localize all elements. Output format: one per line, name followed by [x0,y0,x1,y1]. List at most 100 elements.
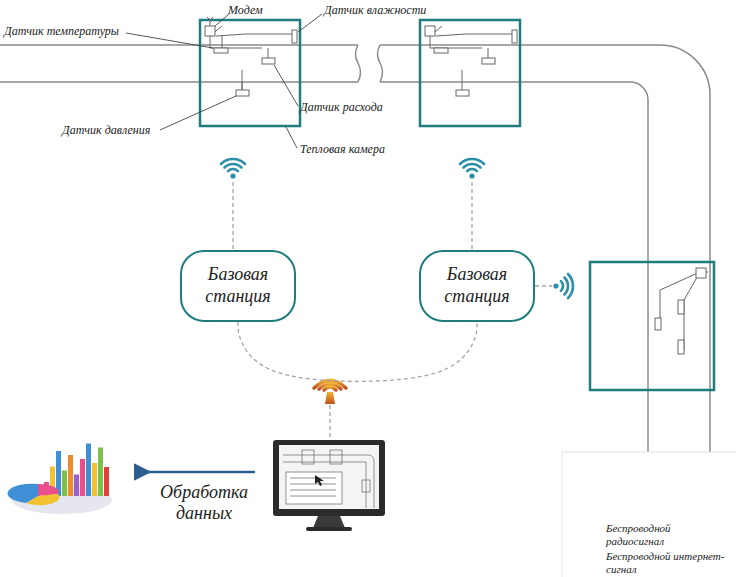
radio-signal-icon [553,274,573,298]
callout-label: Модем [228,4,263,18]
chart-icon [8,484,38,503]
sensor-wiring [207,17,213,26]
computer-monitor [279,445,379,509]
callout-label: Датчик температуры [4,25,119,39]
sensor-wiring [678,340,684,354]
computer-monitor [286,472,342,504]
radio-signal-icon [225,164,242,168]
heat-chamber [200,17,300,126]
leader-line [298,14,322,32]
sensor-wiring [482,58,495,64]
pipe [0,45,358,82]
sensor-wiring [512,30,517,43]
heat-chamber [590,262,714,390]
heat-chamber [420,20,520,126]
process-caption: Обработка данных [146,482,262,523]
computer-monitor [302,450,314,464]
computer-monitor [313,516,345,528]
legend-box [562,452,736,577]
flow-sensor [262,58,275,64]
sensor-wiring [210,26,292,90]
internet-signal-icon [314,380,346,404]
chart-icon [86,444,91,497]
computer-monitor [362,480,370,492]
humidity-sensor [292,30,297,43]
computer-monitor [283,455,374,508]
chart-icon [80,459,85,496]
radio-link [471,182,472,250]
radio-signal-icon [564,278,568,295]
base-station-box: Базовая станция [419,250,535,322]
callout-label: Датчик расхода [300,101,383,115]
temperature-sensor [214,48,228,53]
chart-icon [74,475,79,497]
sensor-wiring [660,272,708,350]
sensor-wiring [430,26,512,90]
leader-line [274,65,298,106]
chart-icon [38,484,59,496]
computer-monitor [306,527,352,531]
legend-text: Беспроводной радиосигнал [606,522,728,547]
sensor-wiring [434,48,448,53]
computer-monitor [290,478,336,496]
radio-signal-icon [460,159,484,164]
legend-box [562,452,736,577]
node-text: Базовая станция [421,260,533,311]
pipe [356,45,361,82]
sensor-wiring [696,268,706,278]
leader-line [215,14,229,26]
computer-monitor [315,475,324,486]
radio-signal-icon [568,274,573,298]
base-station-box: Базовая станция [180,250,296,322]
internet-signal-icon [319,383,341,389]
chart-icon [98,448,103,497]
radio-signal-icon [230,173,235,178]
sensor-wiring [205,17,297,96]
radio-signal-icon [221,159,245,164]
leader-line [126,14,322,148]
radio-signal-icon [467,169,477,171]
sensor-wiring [655,318,661,330]
radio-signal-icon [221,159,245,179]
radio-signal-icon [553,283,558,288]
callout-label: Датчик влажности [324,4,426,18]
chart-icon [104,467,109,496]
radio-signal-icon [228,169,238,171]
computer-monitor [330,450,342,464]
radio-link [329,405,330,440]
network-link [238,322,477,381]
sensor-wiring [678,300,684,314]
sensor-wiring [425,26,435,36]
radio-signal-icon [464,164,481,168]
pipe [378,45,383,82]
sensor-wiring [655,268,708,354]
internet-signal-icon [325,392,335,404]
chart-icon [92,463,97,496]
heat-chamber [590,262,714,390]
modem [205,26,215,36]
internet-signal-icon [324,387,336,390]
chart-icon [8,444,112,515]
node-text: Базовая станция [182,260,294,311]
callout-label: Тепловая камера [300,143,385,157]
sensor-wiring [425,26,517,96]
processing-arrow [148,471,255,474]
computer-monitor [273,440,385,516]
callout-label: Датчик давления [62,124,150,138]
leader-line [126,33,213,48]
radio-signal-icon [469,173,474,178]
radio-link [232,182,233,250]
leader-line [286,127,297,148]
computer-monitor [273,440,385,531]
heat-chamber [420,20,520,126]
legend-text: Беспроводной интернет-сигнал [606,550,728,575]
radio-signal-icon [561,281,563,291]
pressure-sensor [236,90,249,96]
sensor-wiring [242,82,243,90]
internet-signal-icon [314,380,346,404]
heat-chamber [200,20,300,126]
sensor-wiring [456,90,469,96]
